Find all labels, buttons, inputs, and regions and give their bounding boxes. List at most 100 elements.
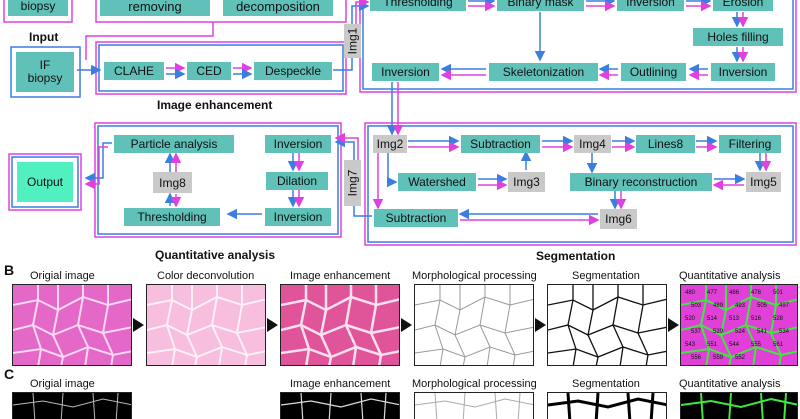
subtraction-top-box: Subtraction — [461, 135, 540, 153]
cell-number: 551 — [707, 342, 718, 348]
panel-c-letter: C — [4, 366, 15, 382]
b-arrow-1 — [133, 318, 144, 332]
img6-box: Img6 — [600, 209, 637, 229]
cell-number: 520 — [685, 316, 696, 322]
b-caption-3: Image enhancement — [290, 270, 391, 282]
img5-box: Img5 — [746, 172, 781, 192]
c-caption-5: Quantitative analysis — [679, 378, 781, 390]
c-original-cells — [13, 393, 131, 419]
c-enhancement-image — [280, 392, 400, 419]
b-deconv-cells — [147, 285, 265, 365]
despeckle-box: Despeckle — [254, 62, 332, 80]
particle-analysis-box: Particle analysis — [114, 135, 234, 153]
erosion-box: Erosion — [713, 0, 773, 11]
cell-number: 544 — [729, 342, 740, 348]
img3-box: Img3 — [508, 172, 545, 192]
cell-number: 497 — [779, 303, 790, 309]
if-biopsy-box: IF biopsy — [16, 52, 74, 92]
cell-number: 528 — [773, 316, 784, 322]
img1-box: Img1 — [344, 24, 361, 58]
cell-number: 514 — [707, 316, 718, 322]
cell-number: 556 — [691, 355, 702, 361]
b-morph-cells — [415, 285, 533, 365]
lines8-box: Lines8 — [636, 135, 695, 153]
c-morph-cells — [415, 393, 533, 419]
thresholding-quant-box: Thresholding — [124, 208, 220, 226]
b-arrow-3 — [401, 318, 412, 332]
b-arrow-4 — [535, 318, 546, 332]
thresholding-box: Thresholding — [370, 0, 466, 11]
removing-box: removing — [100, 0, 210, 16]
cell-number: 489 — [713, 303, 724, 309]
holes-filling-box: Holes filling — [693, 28, 783, 46]
segmentation-label: Segmentation — [536, 249, 616, 263]
input-label: Input — [29, 30, 59, 44]
b-morphological-image — [414, 284, 534, 366]
inversion-right-box: Inversion — [711, 63, 775, 81]
cell-number: 534 — [779, 329, 790, 335]
cell-number: 480 — [685, 290, 696, 296]
cell-number: 524 — [735, 329, 746, 335]
inversion-a-box: Inversion — [265, 135, 331, 153]
cell-number: 505 — [757, 303, 768, 309]
cell-number: 513 — [729, 316, 740, 322]
inversion-top-box: Inversion — [617, 0, 684, 11]
binary-reconstruction-box: Binary reconstruction — [570, 173, 712, 191]
b-arrow-5 — [668, 318, 679, 332]
skeletonization-box: Skeletonization — [489, 63, 598, 81]
c-caption-2: Image enhancement — [290, 378, 391, 390]
b-color-deconvolution-image — [146, 284, 266, 366]
img7-label: Img7 — [345, 169, 360, 197]
output-box: Output — [17, 162, 73, 202]
cell-number: 503 — [691, 303, 702, 309]
b-caption-5: Segmentation — [572, 270, 640, 282]
img8-box: Img8 — [153, 172, 192, 193]
c-quant-cells — [681, 393, 797, 419]
biopsy-box: biopsy — [8, 0, 68, 16]
b-enhanced-cells — [281, 285, 399, 365]
subtraction-bottom-box: Subtraction — [374, 209, 458, 227]
img7-box: Img7 — [344, 160, 361, 206]
b-segmentation-image — [547, 284, 667, 366]
c-caption-1: Origial image — [30, 378, 95, 390]
c-caption-4: Segmentation — [572, 378, 640, 390]
img1-label: Img1 — [345, 27, 360, 55]
img2-box: Img2 — [373, 135, 407, 153]
b-caption-1: Origial image — [30, 270, 95, 282]
c-seg-cells — [548, 393, 666, 419]
cell-number: 486 — [729, 290, 740, 296]
dilation-box: Dilation — [266, 172, 328, 190]
b-arrow-2 — [267, 318, 278, 332]
cell-number: 543 — [685, 342, 696, 348]
cell-number: 561 — [773, 342, 784, 348]
b-caption-6: Quantitative analysis — [679, 270, 781, 282]
img4-box: Img4 — [574, 135, 611, 153]
b-original-image — [12, 284, 132, 366]
inversion-b-box: Inversion — [265, 208, 331, 226]
c-segmentation-image — [547, 392, 667, 419]
c-caption-3: Morphological processing — [412, 378, 537, 390]
cell-number: 478 — [751, 290, 762, 296]
cell-number: 529 — [713, 329, 724, 335]
quantitative-analysis-label: Quantitative analysis — [155, 248, 276, 262]
b-caption-4: Morphological processing — [412, 270, 537, 282]
cell-number: 537 — [691, 329, 702, 335]
b-image-enhancement-image — [280, 284, 400, 366]
outlining-box: Outlining — [621, 63, 686, 81]
cell-number: 477 — [707, 290, 718, 296]
c-original-image — [12, 392, 132, 419]
c-morphological-image — [414, 392, 534, 419]
inversion-left-box: Inversion — [372, 63, 439, 81]
cell-number: 493 — [735, 303, 746, 309]
c-enh-cells — [281, 393, 399, 419]
image-enhancement-label: Image enhancement — [157, 98, 273, 112]
b-quant-cells: 480 477 486 478 501 503 489 493 505 497 520 514 513 5… — [681, 285, 797, 365]
cell-number: 516 — [751, 316, 762, 322]
cell-number: 552 — [735, 355, 746, 361]
cell-number: 501 — [773, 290, 784, 296]
b-seg-cells — [548, 285, 666, 365]
watershed-box: Watershed — [398, 173, 476, 191]
b-quantitative-image: 480 477 486 478 501 503 489 493 505 497 520 514 513 5… — [680, 284, 798, 366]
